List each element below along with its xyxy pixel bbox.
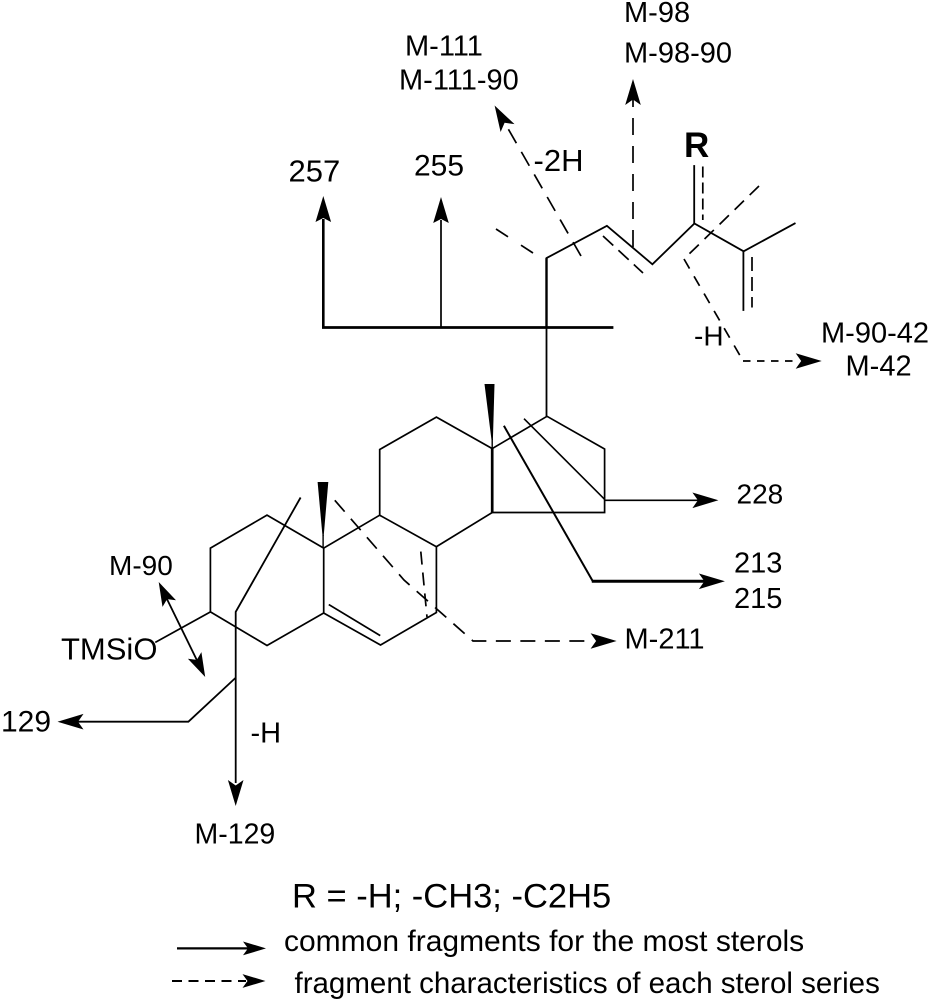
svg-text:257: 257 — [289, 154, 341, 189]
svg-text:M-98: M-98 — [624, 0, 690, 29]
svg-text:-H: -H — [251, 718, 282, 750]
svg-text:M-211: M-211 — [625, 624, 705, 656]
svg-text:common fragments for the most: common fragments for the most sterols — [284, 925, 804, 958]
svg-text:M-98-90: M-98-90 — [624, 38, 732, 70]
svg-text:129: 129 — [1, 706, 51, 739]
svg-text:M-90-42: M-90-42 — [821, 318, 928, 350]
svg-text:255: 255 — [414, 150, 464, 183]
svg-text:M-90: M-90 — [109, 550, 173, 581]
svg-text:M-42: M-42 — [846, 351, 912, 383]
svg-text:R: R — [684, 126, 709, 165]
svg-text:TMSiO: TMSiO — [61, 632, 157, 667]
svg-text:R = -H; -CH3; -C2H5: R = -H; -CH3; -C2H5 — [292, 878, 611, 916]
svg-text:M-111: M-111 — [405, 31, 483, 63]
svg-text:-2H: -2H — [534, 143, 584, 178]
svg-text:213: 213 — [734, 548, 782, 580]
svg-text:-H: -H — [694, 321, 724, 352]
svg-text:M-129: M-129 — [195, 819, 276, 851]
svg-text:228: 228 — [737, 479, 784, 510]
svg-text:fragment characteristics of ea: fragment characteristics of each sterol … — [295, 967, 880, 1000]
svg-text:M-111-90: M-111-90 — [399, 65, 519, 97]
svg-text:215: 215 — [734, 583, 782, 615]
